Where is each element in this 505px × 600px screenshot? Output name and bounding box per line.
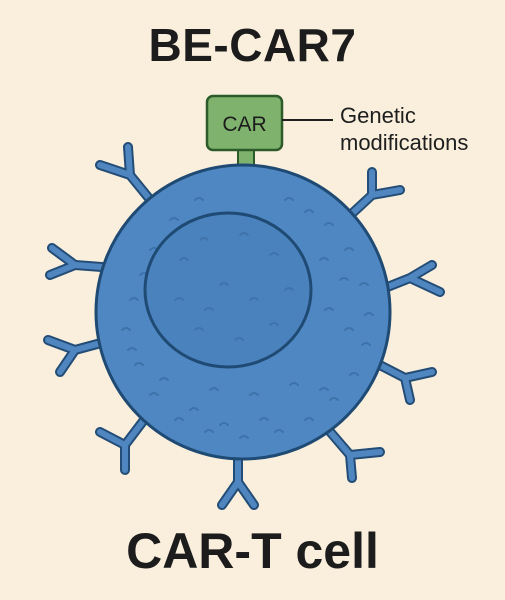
cell-texture [121, 197, 374, 439]
diagram-title: BE-CAR7 [148, 19, 357, 71]
car-label: CAR [222, 113, 266, 136]
annotation-line-1: Genetic [340, 103, 416, 128]
genetic-modifications-annotation: Genetic modifications [340, 102, 468, 156]
cell-nucleus [143, 211, 313, 369]
annotation-line-2: modifications [340, 130, 469, 155]
car-receptor-box [205, 94, 284, 152]
cell-caption: CAR-T cell [126, 523, 379, 579]
